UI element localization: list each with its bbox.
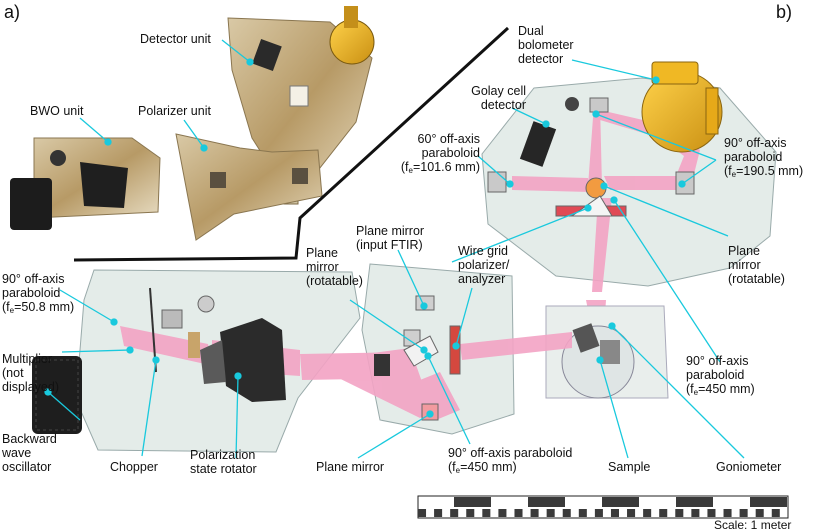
scale-tick (546, 509, 555, 517)
leader-lines (44, 39, 745, 459)
scale-tick (627, 509, 636, 517)
sample-mount (572, 323, 620, 364)
scale-tick (643, 509, 652, 517)
off-axis-90-bottom-label: 90° off-axis paraboloid (fe=450 mm) (448, 446, 573, 475)
panel-divider (73, 26, 510, 262)
scale-tick (755, 509, 764, 517)
polarizer-unit-label: Polarizer unit (138, 104, 211, 118)
panel-b-label: b) (776, 2, 793, 22)
photo-bwo-unit (10, 137, 161, 230)
scale-tick (707, 509, 716, 517)
backward-wave-oscillator (32, 356, 82, 434)
dual-bolometer-detector (641, 61, 723, 153)
scale-tick (610, 509, 619, 517)
scale-tick (418, 509, 427, 517)
scale-tick (562, 509, 571, 517)
scale-tick (514, 509, 523, 517)
photo-polarizer-unit (175, 133, 323, 241)
plane-mirror-input-label: Plane mirror(input FTIR) (356, 224, 425, 252)
scale-tick (450, 509, 459, 517)
scale-tick (482, 509, 491, 517)
scale-caption: Scale: 1 meter (714, 518, 792, 532)
plane-mirror-bottom-label: Plane mirror (316, 460, 385, 474)
scale-tick (675, 509, 684, 517)
detector-unit-label: Detector unit (140, 32, 211, 46)
scale-tick (498, 509, 507, 517)
scale-tick (466, 509, 475, 517)
polarization-rotator (188, 318, 286, 402)
bwo-unit-label: BWO unit (30, 104, 84, 118)
panel-a-label: a) (4, 2, 21, 22)
golay-cell-detector (519, 121, 557, 167)
sample-label: Sample (608, 460, 651, 474)
scale-tick (578, 509, 587, 517)
scale-tick (739, 509, 748, 517)
scale-tick (594, 509, 603, 517)
scale-tick (530, 509, 539, 517)
scale-tick (659, 509, 668, 517)
post (565, 97, 579, 111)
scale-tick (771, 509, 780, 517)
scale-bar (417, 495, 789, 519)
scale-tick (723, 509, 732, 517)
scale-tick (691, 509, 700, 517)
scale-tick (434, 509, 443, 517)
goniometer-label: Goniometer (716, 460, 782, 474)
chopper-label: Chopper (110, 460, 158, 474)
